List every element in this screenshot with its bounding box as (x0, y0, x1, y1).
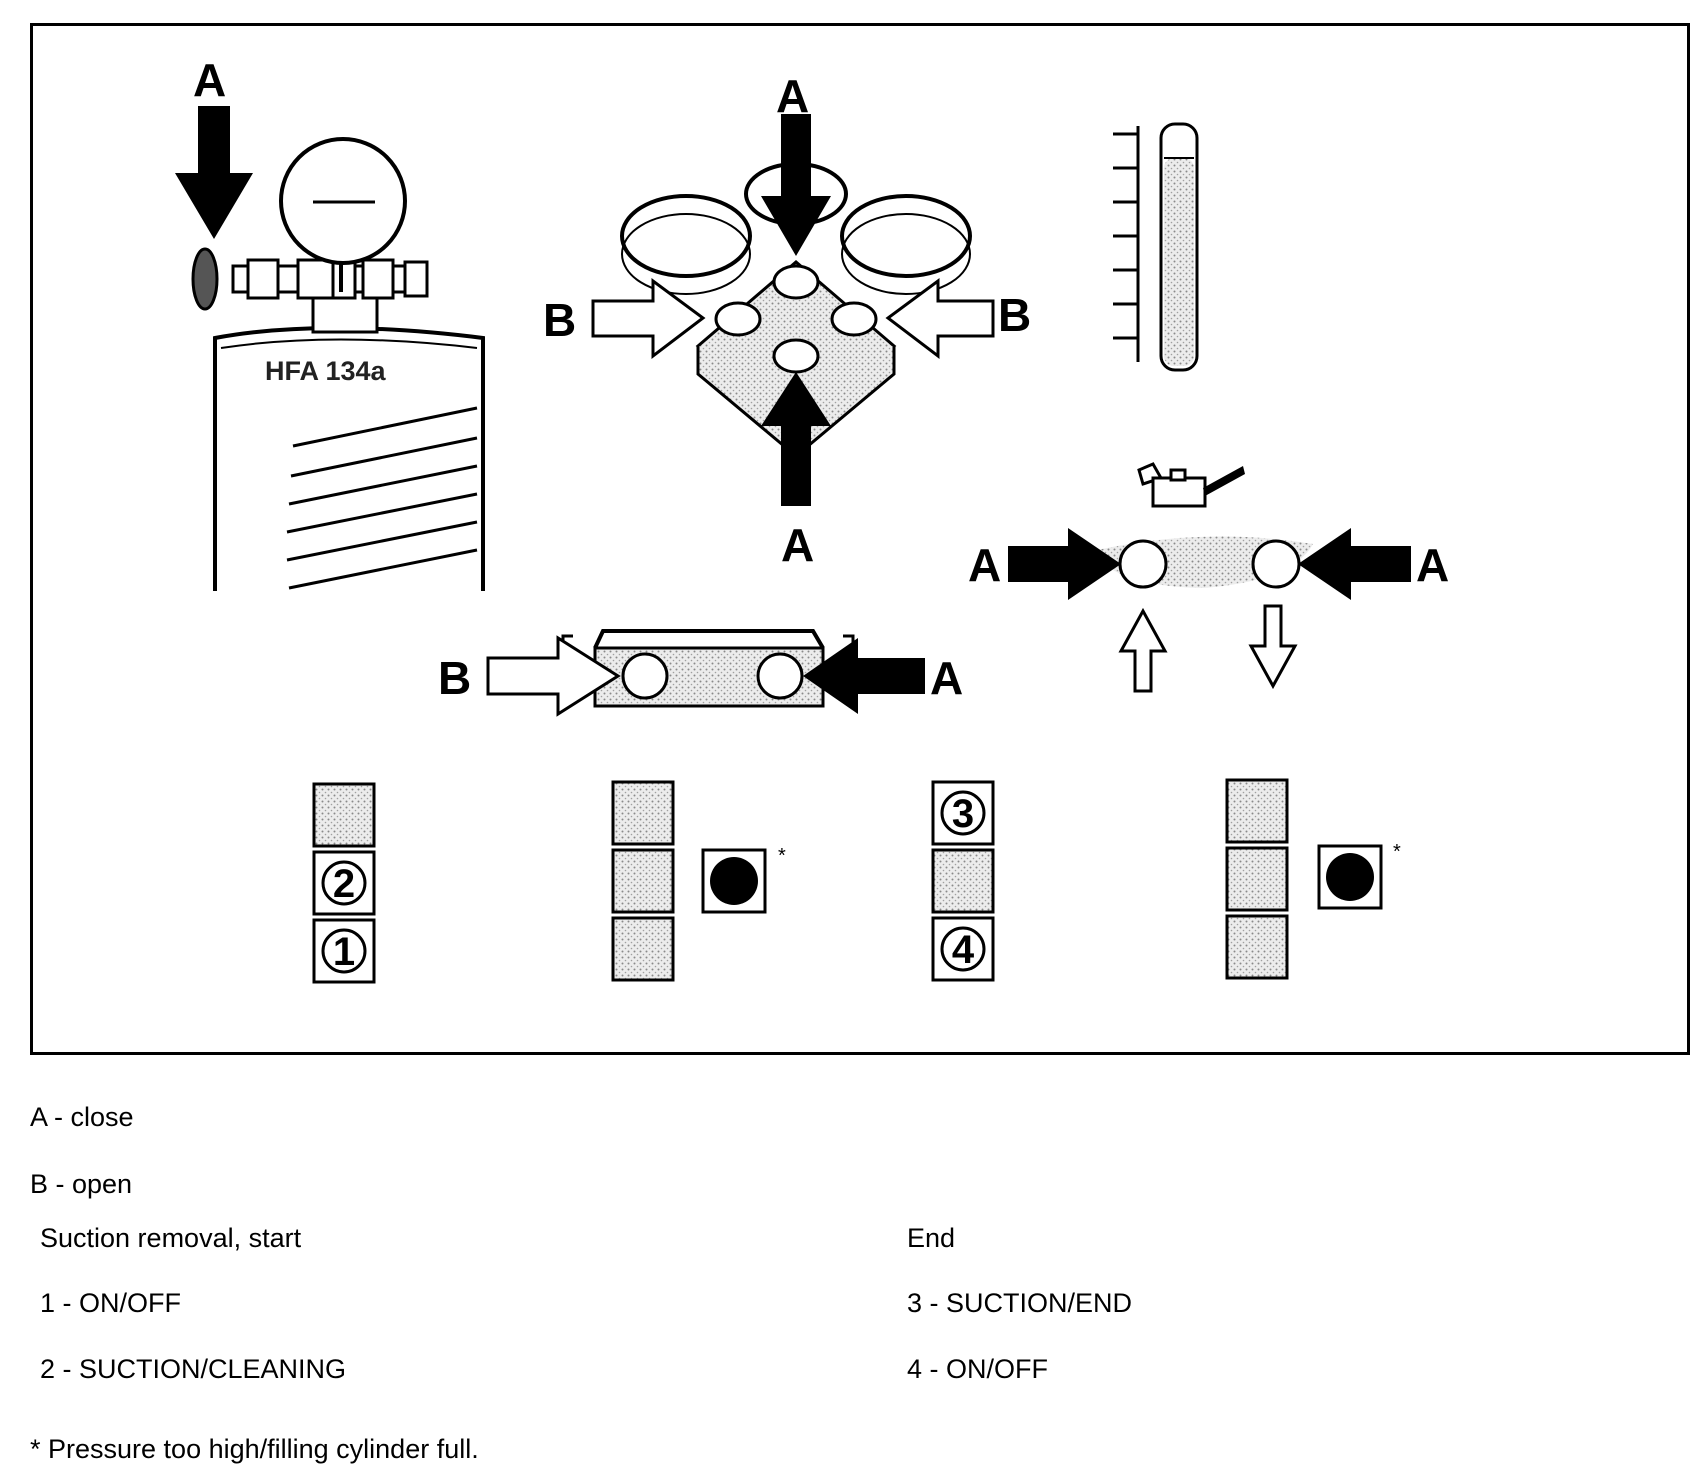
start-item-1: 1 - ON/OFF (40, 1288, 181, 1318)
cylinder-label: HFA 134a (265, 356, 387, 386)
button-panel-4: * (1225, 778, 1401, 980)
procedure-diagram: HFA 134a A A A B (30, 23, 1690, 1055)
refrigerant-cylinder: HFA 134a A (175, 54, 485, 591)
legend-open: B - open (30, 1169, 133, 1199)
label-a: A (1416, 539, 1449, 591)
close-arrow (1008, 528, 1121, 600)
flow-out-arrow (1248, 604, 1298, 690)
open-arrow (591, 278, 706, 360)
button-panel-3: 3 4 (931, 780, 995, 982)
valve-handwheel (191, 247, 219, 311)
close-arrow (761, 114, 831, 256)
button-panel-2: * (611, 780, 786, 982)
manifold-side-view: B A (438, 629, 963, 717)
close-arrow (1298, 528, 1411, 600)
button-number: 1 (333, 930, 355, 974)
unlit-button (611, 780, 675, 846)
diagram-canvas: HFA 134a A A A B (175, 54, 1449, 984)
end-heading: End (907, 1223, 956, 1253)
asterisk-mark: * (1393, 841, 1401, 863)
label-a: A (781, 519, 814, 571)
button-number: 3 (952, 792, 974, 836)
level-indicator (1113, 122, 1199, 372)
unlit-button (1225, 846, 1289, 912)
unlit-button (1225, 914, 1289, 980)
button-number: 2 (333, 862, 355, 906)
label-b: B (543, 294, 576, 346)
close-arrow (803, 638, 925, 714)
legend-close: A - close (30, 1102, 134, 1132)
label-a: A (193, 54, 226, 106)
cylinder-hatching (286, 406, 478, 590)
label-a: A (930, 652, 963, 704)
start-heading: Suction removal, start (40, 1223, 302, 1253)
button-panel-1: 2 1 (312, 782, 376, 984)
footnote: * Pressure too high/filling cylinder ful… (30, 1434, 479, 1464)
start-item-2: 2 - SUCTION/CLEANING (40, 1354, 347, 1384)
flow-in-arrow (1118, 607, 1168, 693)
manifold-top-view: A A B B (543, 70, 1031, 571)
valve-fitting (231, 258, 429, 300)
label-b: B (438, 652, 471, 704)
oil-can-icon (1137, 462, 1245, 508)
end-item-3: 3 - SUCTION/END (907, 1288, 1133, 1318)
unlit-button (312, 782, 376, 848)
close-arrow (761, 372, 831, 506)
end-item-4: 4 - ON/OFF (907, 1354, 1048, 1384)
button-number: 4 (952, 928, 975, 972)
label-a: A (968, 539, 1001, 591)
unlit-button (611, 916, 675, 982)
open-arrow (486, 635, 621, 717)
label-a: A (776, 70, 809, 122)
asterisk-mark: * (778, 845, 786, 867)
close-arrow (175, 106, 253, 239)
unlit-button (931, 848, 995, 914)
label-b: B (998, 289, 1031, 341)
open-arrow (885, 278, 995, 360)
unlit-button (1225, 778, 1289, 844)
unlit-button (611, 848, 675, 914)
oil-valve-block: A A (968, 462, 1449, 693)
